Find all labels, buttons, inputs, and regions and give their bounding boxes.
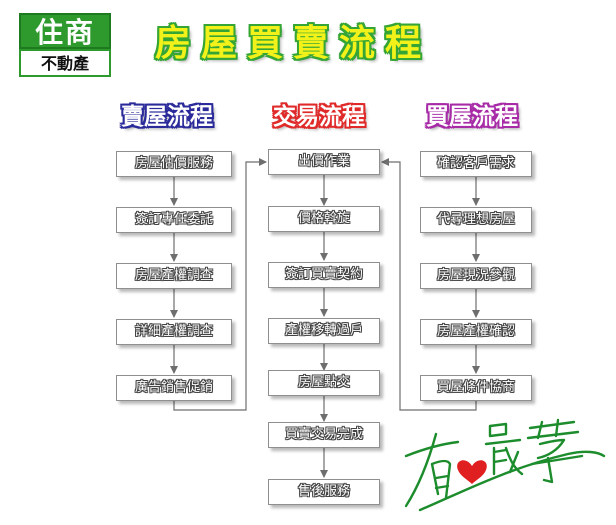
trade-step-negotiation: 價格斡旋 (268, 206, 380, 232)
trade-step-completion: 買賣交易完成 (268, 422, 380, 448)
trade-process-heading: 交易流程 (273, 104, 365, 130)
trade-step-after-sales: 售後服務 (268, 479, 380, 505)
logo-brand-name: 住商 (19, 13, 111, 49)
sell-step-exclusive-listing: 簽訂專任委託 (116, 207, 232, 233)
sell-to-trade-connector (173, 158, 267, 411)
trade-step-handover: 房屋點交 (268, 370, 380, 396)
sell-step-title-check: 房屋產權調查 (116, 263, 232, 289)
trade-step-contract: 簽訂買賣契約 (268, 262, 380, 288)
brand-logo: 住商 不動產 (19, 13, 111, 77)
buy-step-viewing: 房屋現況參觀 (420, 263, 532, 289)
handwritten-signature (404, 418, 606, 512)
buy-to-trade-connector (381, 158, 477, 411)
buy-step-confirm-needs: 確認客戶需求 (420, 151, 532, 177)
sell-step-detailed-title-check: 詳細產權調查 (116, 319, 232, 345)
heart-icon (457, 460, 487, 484)
buy-step-terms-negotiation: 買屋條件協商 (420, 375, 532, 401)
buy-step-title-confirm: 房屋產權確認 (420, 319, 532, 345)
page-title: 房屋買賣流程 (155, 23, 432, 64)
trade-step-offer: 出價作業 (268, 149, 380, 175)
sell-step-advertising: 廣告銷售促銷 (116, 375, 232, 401)
logo-subtitle: 不動產 (19, 49, 111, 77)
sell-step-appraisal: 房屋估價服務 (116, 151, 232, 177)
trade-step-title-transfer: 產權移轉過戶 (268, 318, 380, 344)
buy-step-find-house: 代尋理想房屋 (420, 207, 532, 233)
sell-process-heading: 賣屋流程 (121, 104, 213, 130)
buy-process-heading: 買屋流程 (426, 104, 518, 130)
